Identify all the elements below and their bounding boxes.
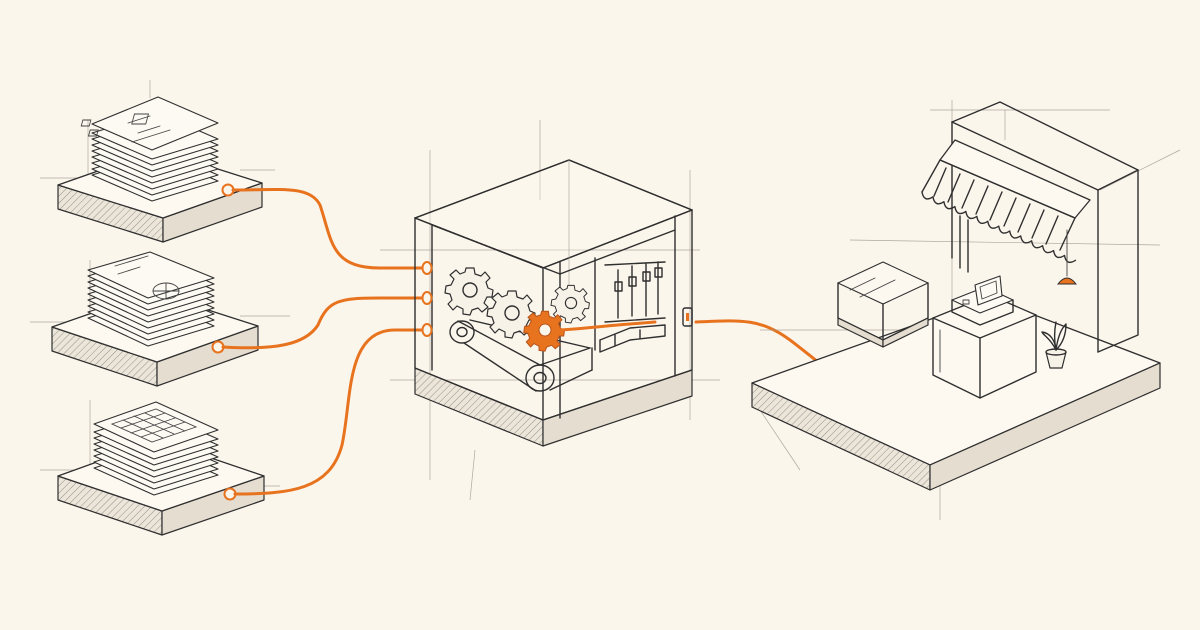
gear-machine-icon bbox=[444, 267, 590, 352]
internal-flow-line bbox=[553, 320, 657, 332]
machine-input-port-1[interactable] bbox=[421, 261, 433, 275]
machine-output-port[interactable] bbox=[682, 307, 693, 327]
gear-1-icon bbox=[444, 267, 494, 316]
document-stack-chart bbox=[30, 251, 290, 387]
document-stack-table bbox=[40, 400, 280, 536]
gear-2-icon bbox=[486, 290, 536, 339]
flow-line-form bbox=[231, 187, 424, 270]
gear-3-icon bbox=[550, 284, 590, 324]
processing-machine bbox=[380, 120, 720, 501]
cash-register-icon bbox=[951, 275, 1014, 326]
document-stack-form bbox=[40, 80, 275, 243]
hanging-lamp-icon bbox=[1056, 229, 1078, 285]
pie-chart-document-stack-icon bbox=[114, 255, 180, 300]
control-levers bbox=[599, 261, 666, 353]
table-grid-document-stack-icon bbox=[110, 408, 198, 443]
flow-line-chart bbox=[221, 296, 424, 350]
flow-line-table bbox=[233, 328, 424, 496]
display-case-icon bbox=[837, 261, 929, 348]
machine-input-port-2[interactable] bbox=[421, 291, 433, 305]
machine-input-ports bbox=[421, 261, 433, 337]
form-document-stack-icon bbox=[80, 113, 171, 143]
paper-stack-chart bbox=[87, 251, 215, 347]
potted-plant-icon bbox=[1041, 321, 1067, 369]
storefront-kiosk-icon bbox=[751, 100, 1181, 520]
active-gear-icon bbox=[523, 310, 566, 352]
machine-input-port-3[interactable] bbox=[421, 323, 433, 337]
input-flow-lines bbox=[221, 187, 424, 496]
awning bbox=[921, 139, 1091, 273]
paper-stack-form bbox=[91, 96, 219, 202]
